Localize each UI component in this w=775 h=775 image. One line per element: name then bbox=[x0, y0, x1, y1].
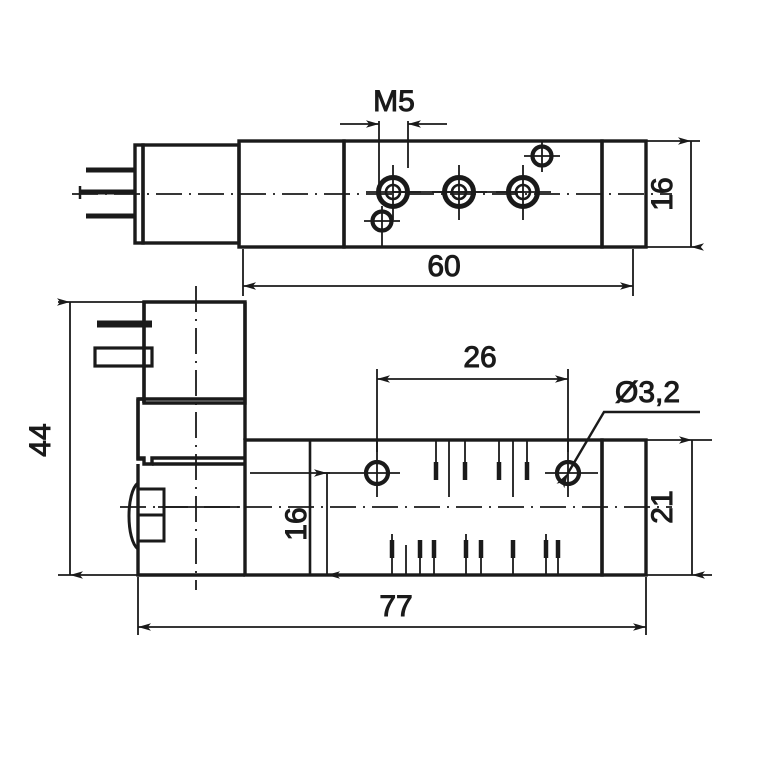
coil-profile-step bbox=[136, 399, 245, 466]
top-view: M5 16 60 bbox=[72, 85, 704, 296]
dimension-length-body bbox=[242, 249, 634, 296]
dimension-hole-spacing bbox=[376, 369, 569, 452]
dimension-height-total-label: 44 bbox=[24, 423, 57, 456]
override-knob bbox=[127, 481, 140, 551]
dimension-hole-spacing-label: 26 bbox=[463, 341, 496, 374]
dimension-height-body bbox=[646, 436, 712, 579]
side-view: 26 Ø3,2 44 16 21 bbox=[24, 286, 712, 635]
mounting-hole-upper bbox=[524, 141, 560, 172]
dimension-length-total bbox=[137, 577, 647, 635]
dimension-length-body-label: 60 bbox=[427, 250, 460, 283]
dimension-height-total bbox=[57, 298, 200, 579]
connector-pins bbox=[80, 167, 136, 219]
pin-side-2 bbox=[93, 346, 154, 368]
port-ticks-lower bbox=[389, 534, 561, 575]
mounting-hole-lower bbox=[364, 206, 400, 247]
dimension-height-top bbox=[646, 137, 704, 251]
mount-hole-left bbox=[320, 440, 400, 497]
dimension-m5 bbox=[340, 120, 447, 192]
port-ticks-upper bbox=[433, 440, 530, 497]
dimension-length-total-label: 77 bbox=[379, 590, 412, 623]
dimension-hole-diameter-leader bbox=[556, 410, 700, 489]
dimension-height-top-label: 16 bbox=[646, 177, 679, 210]
coil-base-block bbox=[136, 464, 245, 577]
dimension-m5-label: M5 bbox=[373, 85, 415, 118]
override-tab-1 bbox=[136, 487, 166, 517]
override-tab-2 bbox=[136, 513, 166, 543]
dimension-hole-diameter-label: Ø3,2 bbox=[615, 376, 680, 409]
dimension-height-body-label: 21 bbox=[646, 490, 679, 523]
dimension-height-side-label: 16 bbox=[280, 507, 313, 540]
dimension-height-side bbox=[250, 469, 340, 579]
solenoid-coil-side bbox=[142, 300, 247, 405]
